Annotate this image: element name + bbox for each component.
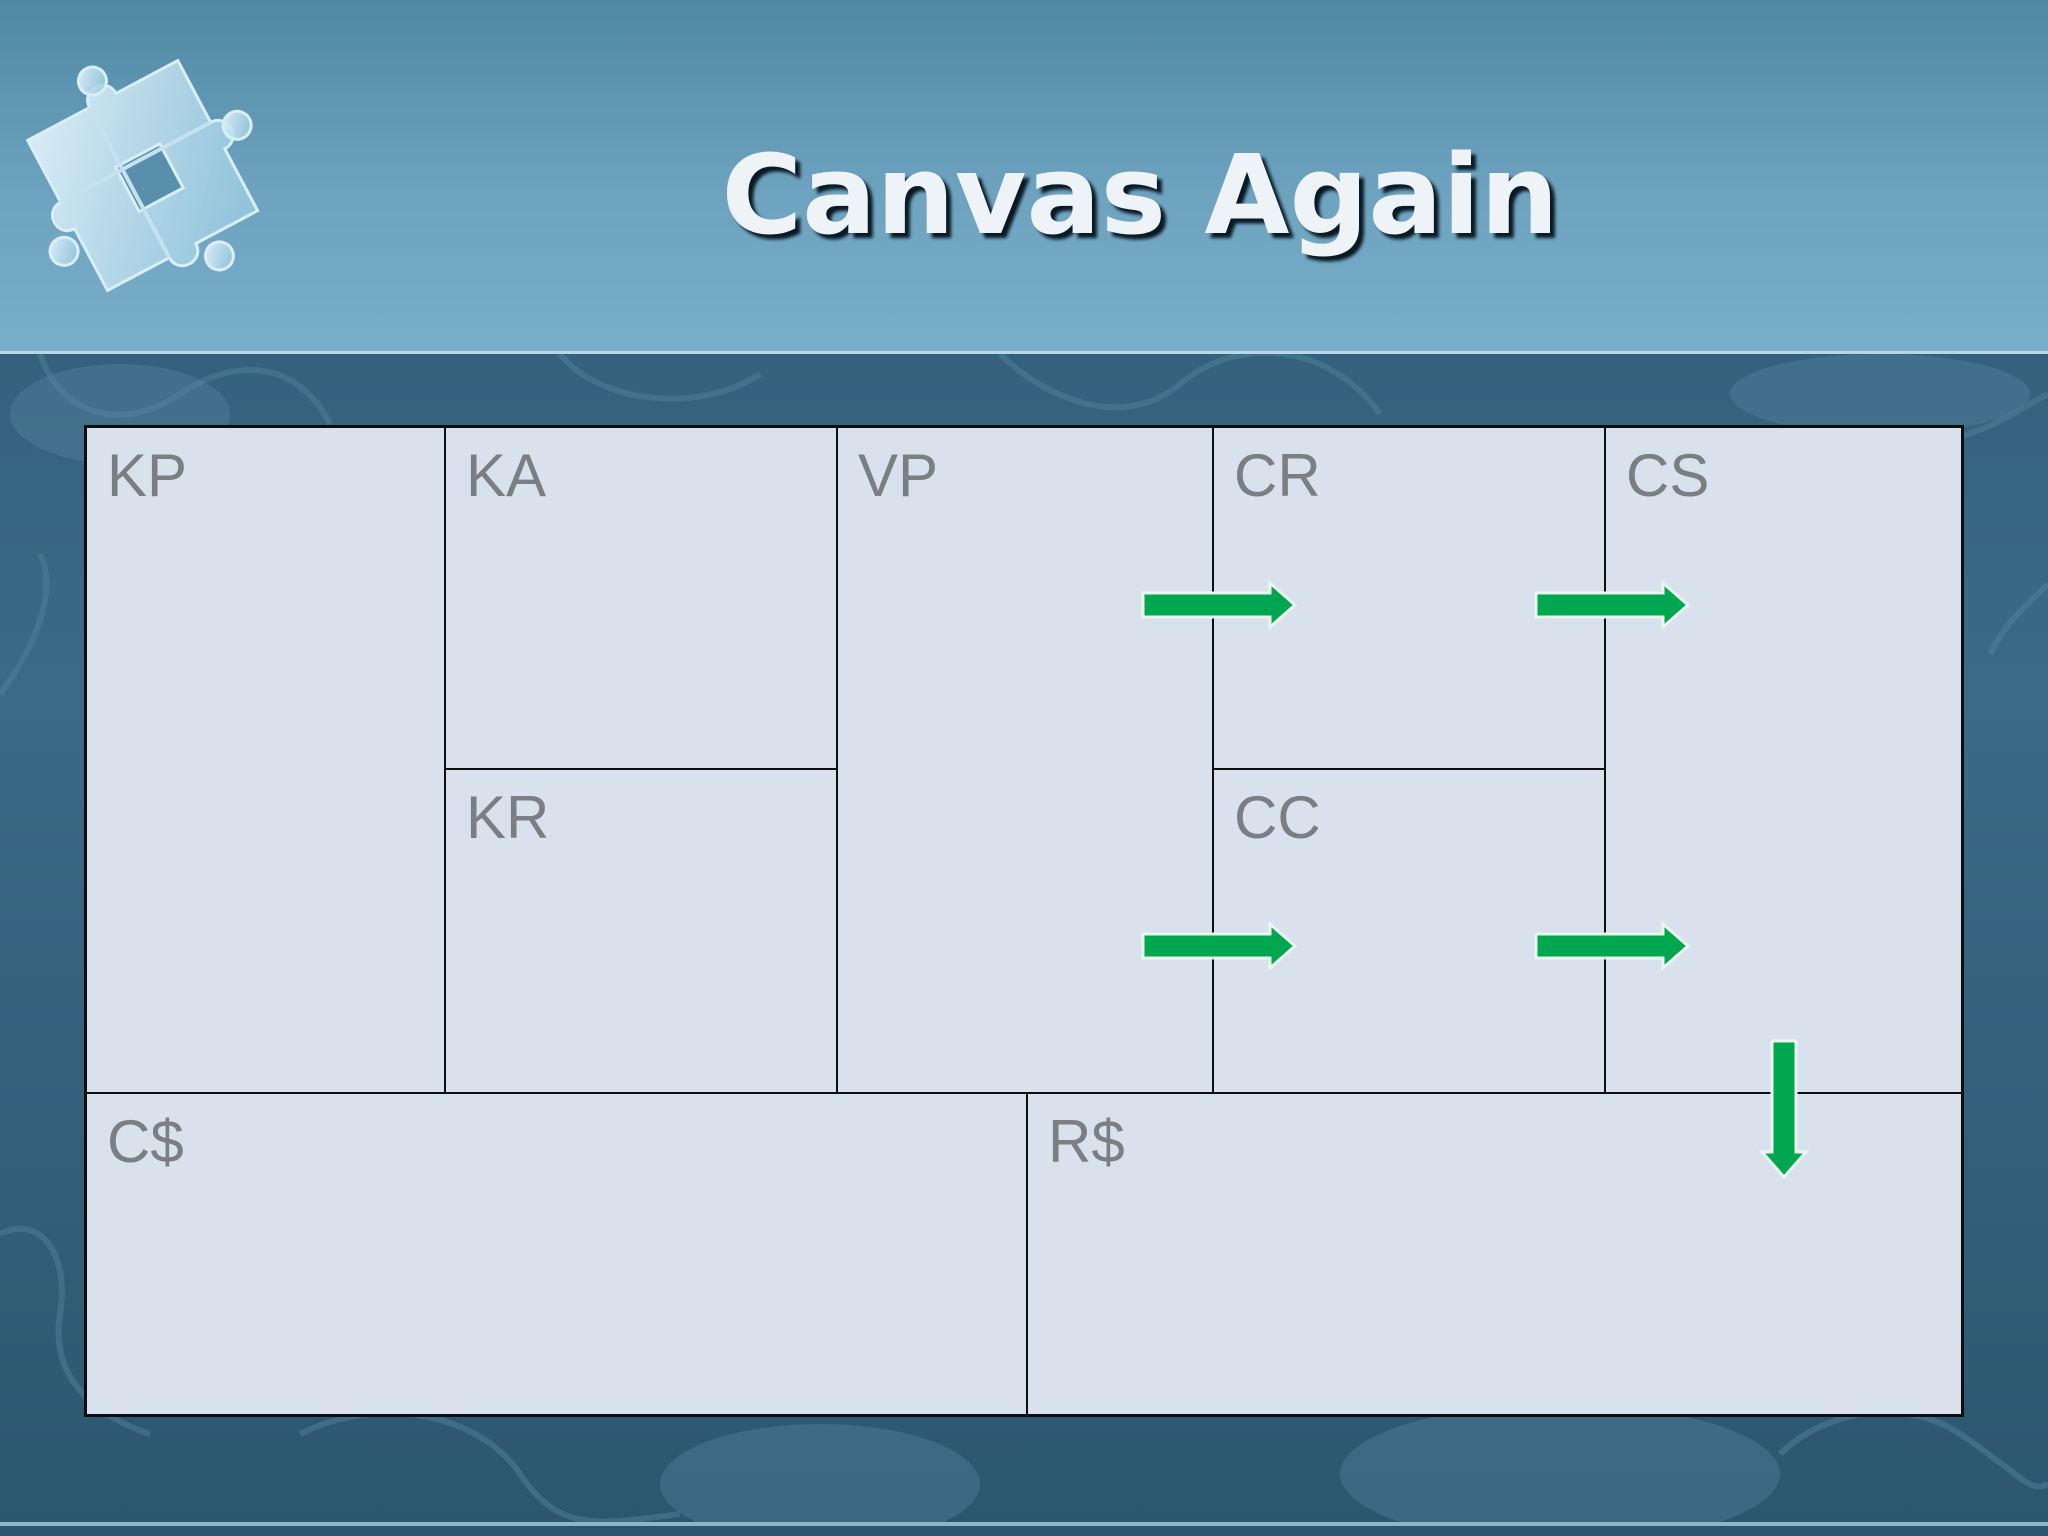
block-label-revenue: R$ bbox=[1048, 1108, 1125, 1175]
divider-cr-cs bbox=[1604, 428, 1606, 1092]
block-label-kr: KR bbox=[466, 784, 550, 851]
block-label-ka: KA bbox=[466, 442, 547, 509]
block-customer-segments: CS bbox=[1606, 428, 1963, 1092]
block-key-resources: KR bbox=[446, 770, 836, 1092]
business-model-canvas: KP KA KR VP CR CC CS C$ R$ bbox=[84, 425, 1964, 1417]
block-label-cc: CC bbox=[1234, 784, 1321, 851]
block-cost-structure: C$ bbox=[87, 1094, 1026, 1416]
block-label-cr: CR bbox=[1234, 442, 1321, 509]
divider-vp-cr bbox=[1212, 428, 1214, 1092]
slide-title: Canvas Again bbox=[721, 131, 1559, 259]
divider-cr-cc bbox=[1212, 768, 1606, 770]
arrow-vp-to-cr-icon bbox=[1141, 579, 1298, 631]
header-divider bbox=[0, 351, 2048, 354]
arrow-cs-to-revenue-icon bbox=[1758, 1039, 1810, 1180]
divider-ka-kr bbox=[444, 768, 838, 770]
divider-top-bottom bbox=[87, 1092, 1963, 1094]
block-label-cs: CS bbox=[1626, 442, 1710, 509]
block-key-partners: KP bbox=[87, 428, 444, 1092]
block-label-costs: C$ bbox=[107, 1108, 184, 1175]
divider-costs-revenue bbox=[1026, 1092, 1028, 1416]
block-customer-relationships: CR bbox=[1214, 428, 1604, 768]
puzzle-pieces-icon bbox=[25, 58, 260, 293]
arrow-vp-to-cc-icon bbox=[1141, 920, 1298, 972]
block-channels: CC bbox=[1214, 770, 1604, 1092]
block-label-vp: VP bbox=[858, 442, 939, 509]
block-key-activities: KA bbox=[446, 428, 836, 768]
divider-kp-ka bbox=[444, 428, 446, 1092]
block-revenue-streams: R$ bbox=[1028, 1094, 1963, 1416]
block-value-propositions: VP bbox=[838, 428, 1212, 1092]
block-label-kp: KP bbox=[107, 442, 188, 509]
arrow-cr-to-cs-icon bbox=[1534, 579, 1691, 631]
divider-ka-vp bbox=[836, 428, 838, 1092]
title-banner bbox=[0, 0, 2048, 352]
footer-divider bbox=[0, 1522, 2048, 1526]
arrow-cc-to-cs-icon bbox=[1534, 920, 1691, 972]
